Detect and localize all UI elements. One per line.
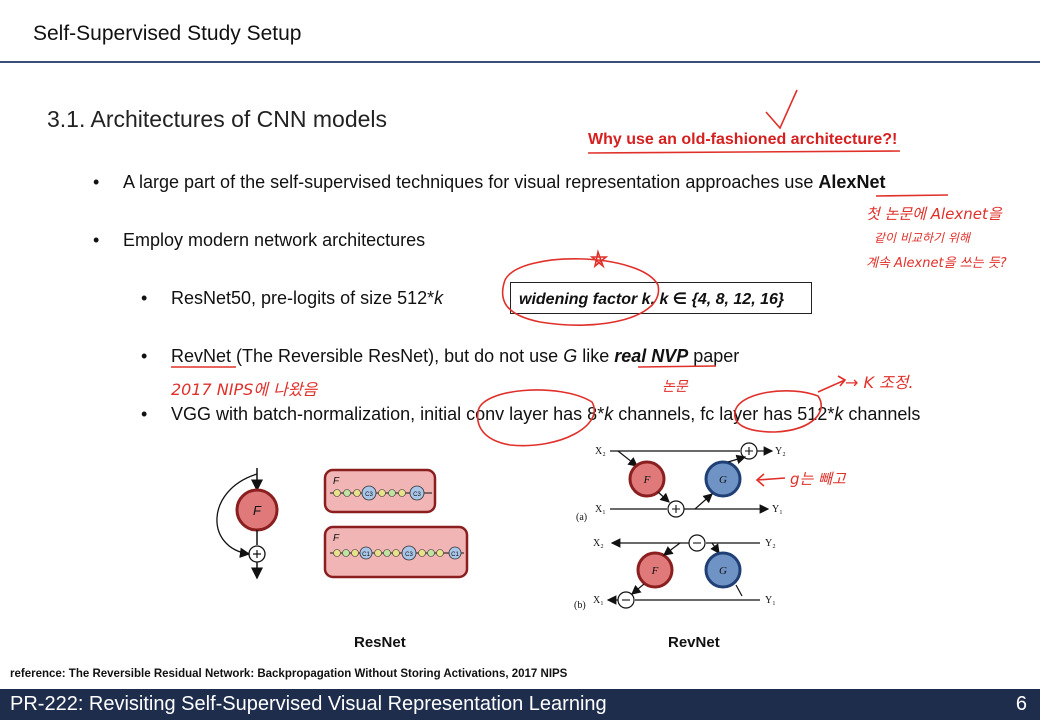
annotation-question: Why use an old-fashioned architecture?! [588,131,898,148]
footer-title: PR-222: Revisiting Self-Supervised Visua… [10,693,607,715]
bullet-text-end: paper [688,346,740,366]
bullet-dot: • [141,346,148,366]
c1-label: C1 [451,552,459,558]
bullet-text: Employ modern network architectures [123,230,426,250]
bullet-modern-architectures: • Employ modern network architectures [93,230,426,251]
widening-factor-box: widening factor k, k ∈ {4, 8, 12, 16} [510,282,812,314]
checkmark-stroke [765,89,798,130]
y1-label: Y₁ [772,504,783,515]
bullet-text: VGG with batch-normalization, initial co… [171,404,605,424]
a-label: (a) [576,512,587,523]
k-variable: k [834,404,844,424]
underline-stroke [875,194,949,197]
bullet-text: (The Reversible ResNet), but do not use [231,346,564,366]
bullet-dot: • [93,230,100,250]
bullet-resnet50: • ResNet50, pre-logits of size 512*k [141,288,444,309]
real-nvp-term: real NVP [614,346,689,366]
bullet-text: ResNet50, pre-logits of size 512* [171,288,435,308]
f-label: F [651,565,659,577]
g-label: G [719,474,727,486]
y1-label: Y₁ [765,595,776,606]
revnet-reverse-diagram: X₂ Y₂ G F (b) X₁ Y₁ [574,534,776,611]
bullet-text: channels, fc layer has 512* [613,404,835,424]
handwritten-note: 첫 논문에 Alexnet을 [866,205,1002,223]
f-label: F [643,474,651,486]
b-label: (b) [574,600,586,611]
bullet-alexnet: • A large part of the self-supervised te… [93,172,886,193]
y2-label: Y₂ [765,538,776,549]
resnet-caption: ResNet [354,634,406,651]
bullet-text: channels [843,404,921,424]
x1-label: X₁ [593,595,604,606]
underline-stroke [587,150,901,154]
handwritten-note: 논문 [662,379,688,395]
footer-bar: PR-222: Revisiting Self-Supervised Visua… [0,689,1040,720]
resnet-stack-short: F C3 C3 [323,468,437,514]
handwritten-note: 2017 NIPS에 나왔음 [171,380,318,399]
alexnet-term: AlexNet [818,172,886,192]
resnet-block-diagram: F [216,468,279,580]
c3-label: C3 [365,492,373,498]
x1-label: X₁ [595,504,606,515]
reference-note: reference: The Reversible Residual Netwo… [10,668,568,680]
handwritten-note: 같이 비교하기 위해 [874,231,970,245]
star-stroke [589,249,609,269]
bullet-vgg: • VGG with batch-normalization, initial … [141,404,921,425]
handwritten-note: → K 조정. [845,373,914,392]
c3-label: C3 [405,552,413,558]
header-title: Self-Supervised Study Setup [33,22,302,45]
c3-label: C3 [413,492,421,498]
header-rule [0,61,1040,63]
f-label: F [333,476,340,487]
handwritten-note: g는 빼고 [790,470,846,488]
f-label: F [333,533,340,544]
k-variable: k [434,288,444,308]
c1-label: C1 [362,552,370,558]
arrow-stroke [755,473,786,487]
handwritten-note: 계속 Alexnet을 쓰는 듯? [866,256,1007,271]
bullet-revnet: • RevNet (The Reversible ResNet), but do… [141,346,740,367]
resnet-stack-long: F C1 C3 C1 [323,525,469,579]
revnet-forward-diagram: X₂ Y₂ F G (a) X₁ Y₁ [576,442,786,523]
f-label: F [253,503,262,518]
g-variable: G [563,346,578,366]
bullet-dot: • [93,172,100,192]
page-number: 6 [1015,693,1027,715]
arrow-stroke [817,375,847,393]
k-variable: k [604,404,614,424]
section-heading: 3.1. Architectures of CNN models [47,106,388,132]
revnet-caption: RevNet [668,634,720,651]
revnet-term: RevNet [171,346,232,366]
bullet-dot: • [141,288,148,308]
x2-label: X₂ [593,538,604,549]
bullet-text-like: like [577,346,615,366]
bullet-text: A large part of the self-supervised tech… [123,172,819,192]
bullet-dot: • [141,404,148,424]
g-label: G [719,565,727,577]
x2-label: X₂ [595,446,606,457]
y2-label: Y₂ [775,446,786,457]
